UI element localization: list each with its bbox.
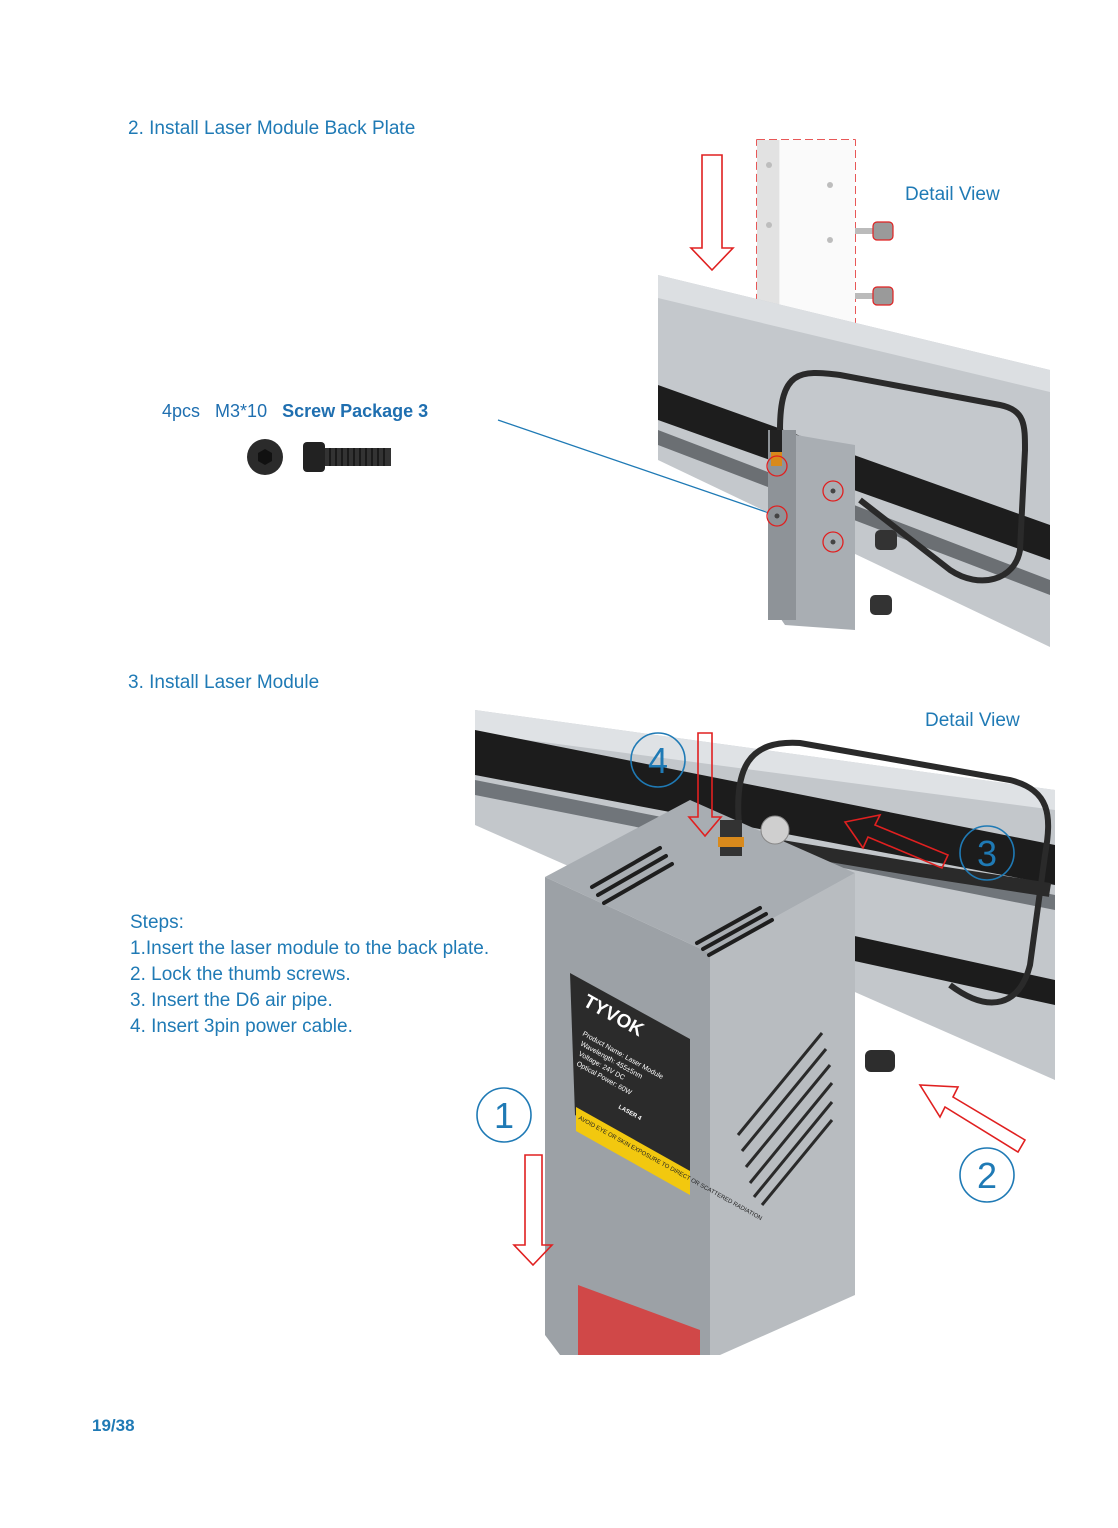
screw-size: M3*10 — [215, 401, 268, 421]
step-item: 4. Insert 3pin power cable. — [130, 1016, 353, 1037]
step-item: 3. Insert the D6 air pipe. — [130, 990, 333, 1011]
laser-module-illustration: TYVOK Product Name: Laser Module Wavelen… — [475, 710, 1055, 1355]
callout-1: 1 — [494, 1095, 514, 1136]
section-3-title: 3. Install Laser Module — [128, 672, 320, 693]
screw-illustration — [247, 439, 391, 475]
steps-block: Steps: 1.Insert the laser module to the … — [130, 910, 500, 1040]
back-plate-illustration — [497, 139, 1050, 647]
screw-qty: 4pcs — [162, 401, 201, 421]
screw-spec: 4pcs M3*10 Screw Package 3 — [162, 401, 428, 422]
section-2-title: 2. Install Laser Module Back Plate — [128, 118, 416, 139]
detail-view-label-bottom: Detail View — [925, 710, 1020, 731]
page-number: 19/38 — [92, 1416, 135, 1435]
screw-package: Screw Package 3 — [282, 401, 429, 421]
steps-heading: Steps: — [130, 912, 184, 933]
detail-view-label-top: Detail View — [905, 184, 1000, 205]
callout-2: 2 — [977, 1155, 997, 1196]
step-item: 2. Lock the thumb screws. — [130, 964, 351, 985]
callout-3: 3 — [977, 833, 997, 874]
step-item: 1.Insert the laser module to the back pl… — [130, 938, 490, 959]
callout-4: 4 — [648, 740, 668, 781]
